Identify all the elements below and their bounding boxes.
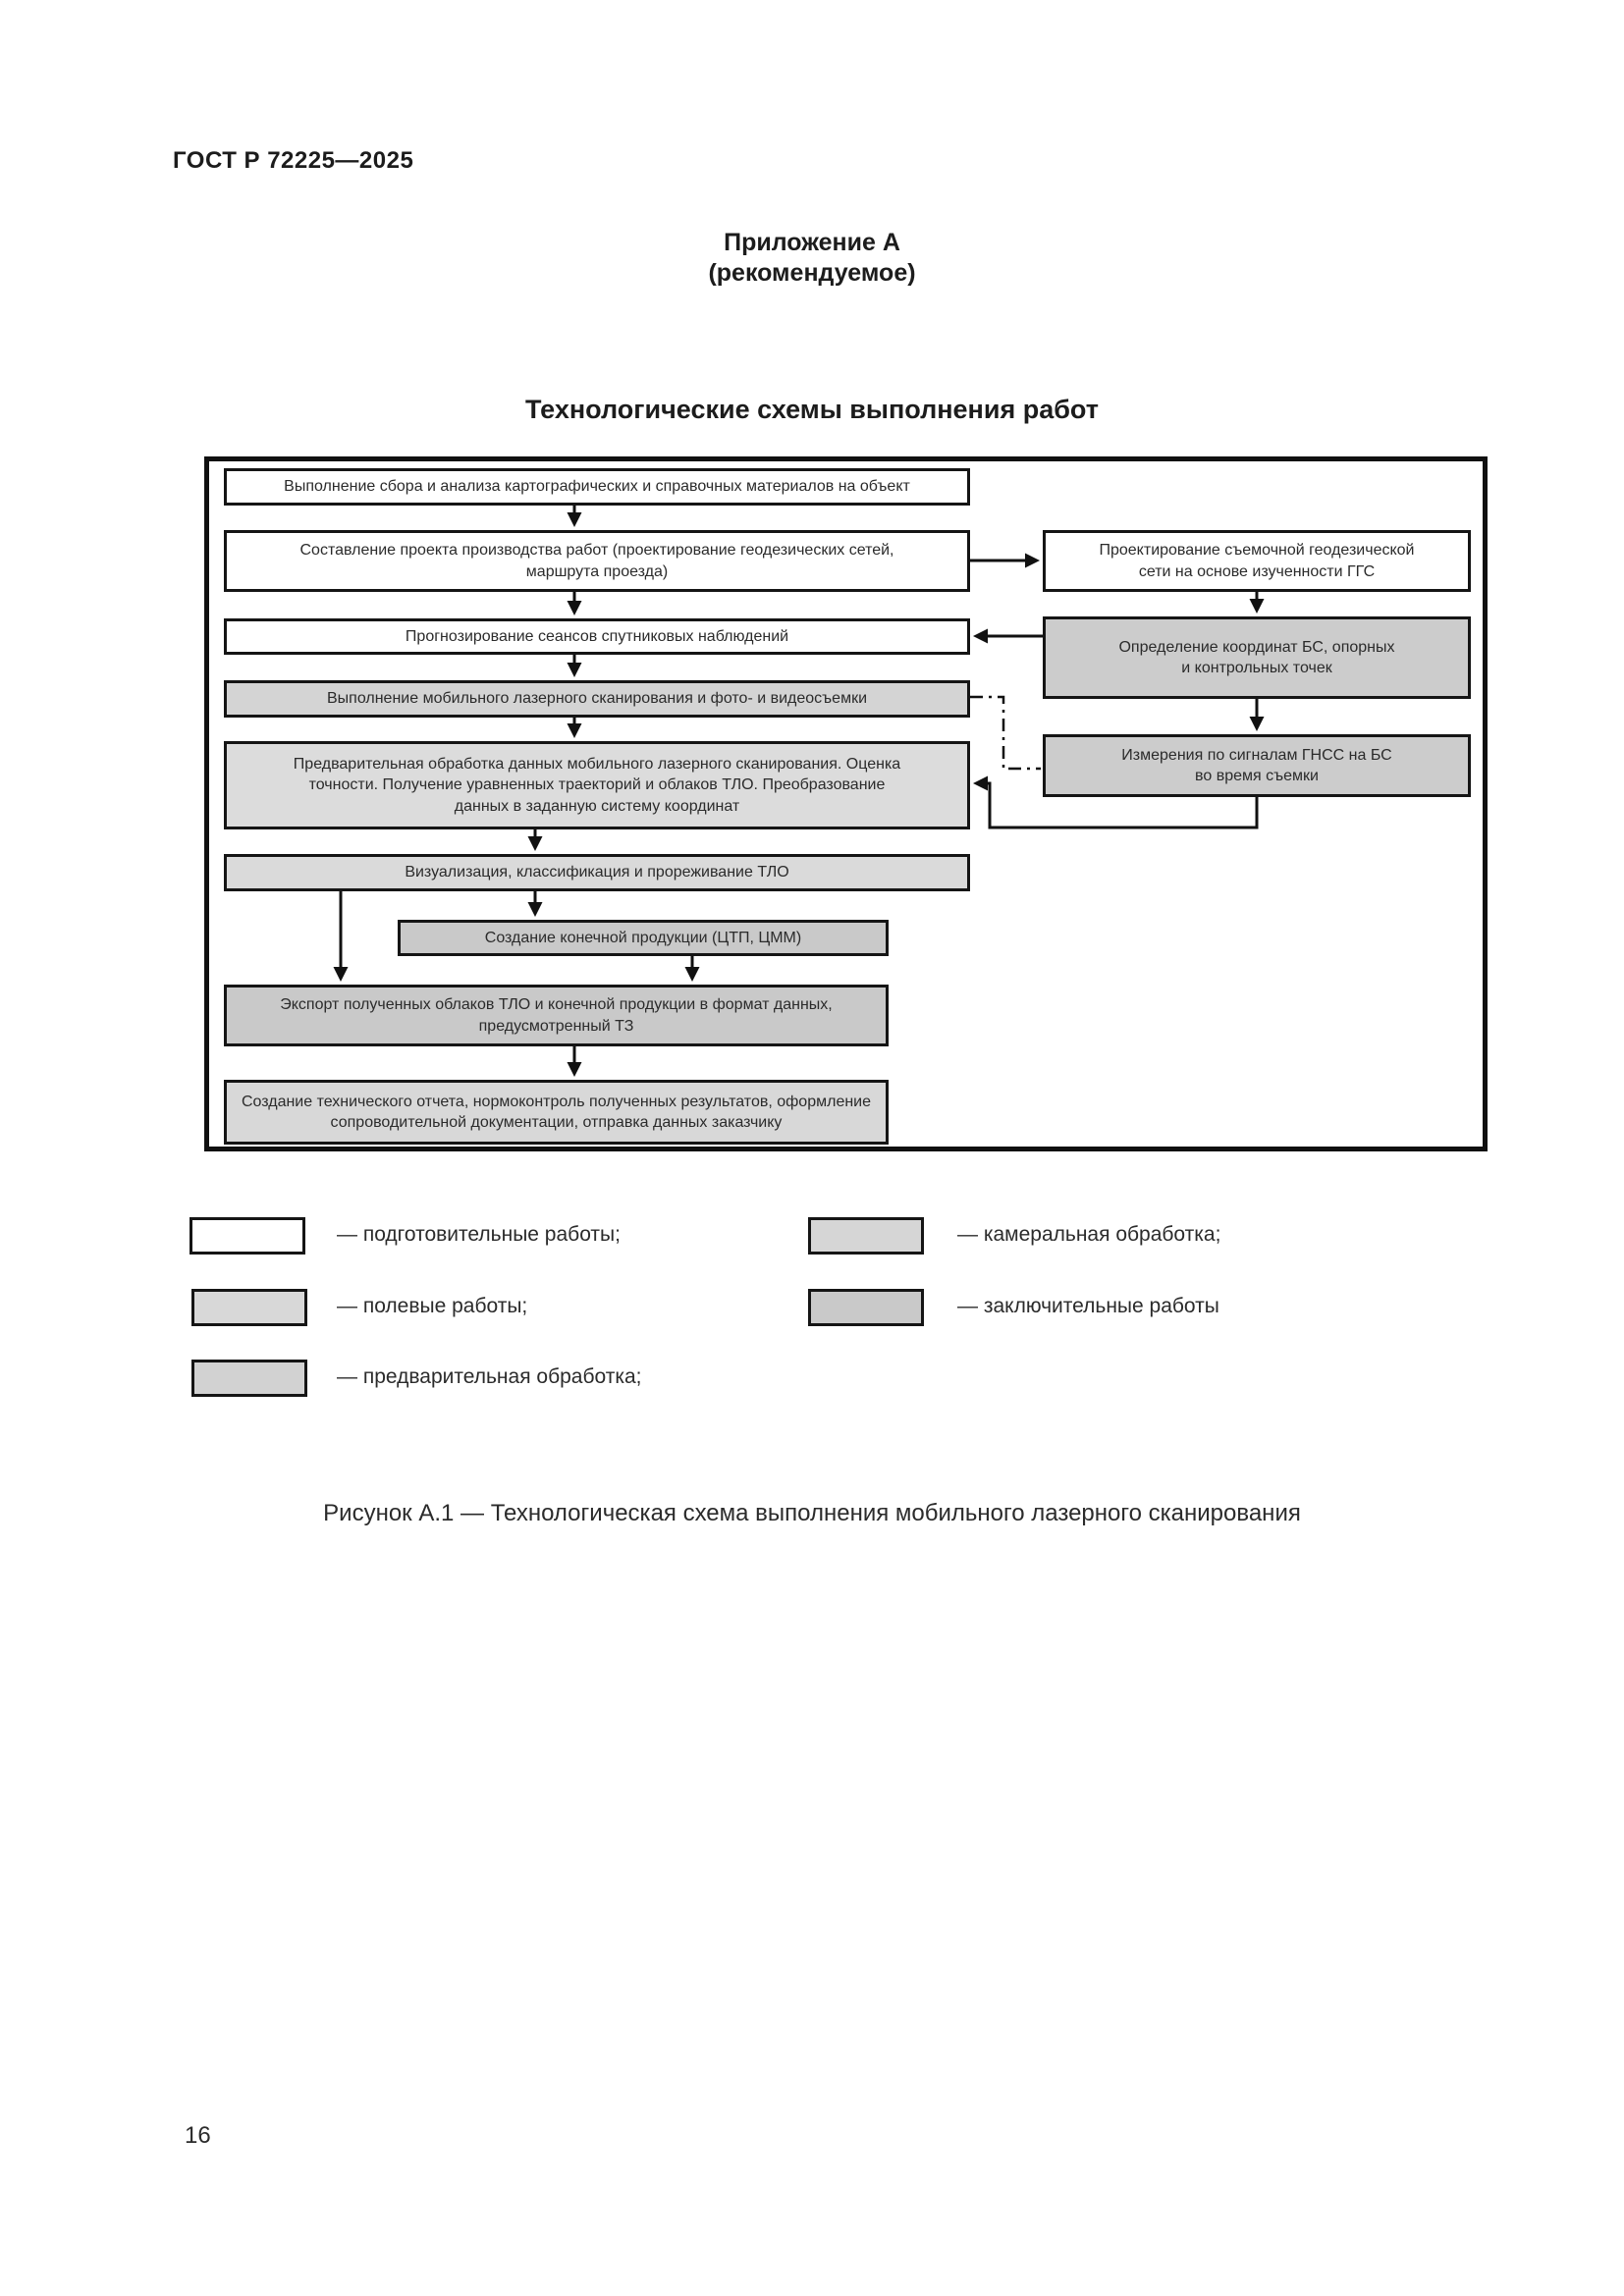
legend-label-preparatory: — подготовительные работы; — [337, 1223, 621, 1246]
flow-box-base-station-coords: Определение координат БС, опорных и конт… — [1043, 616, 1471, 699]
legend-swatch-office — [808, 1217, 924, 1255]
flow-box-technical-report: Создание технического отчета, нормоконтр… — [224, 1080, 889, 1145]
flow-box-visualization: Визуализация, классификация и прореживан… — [224, 854, 970, 891]
section-title: Технологические схемы выполнения работ — [525, 395, 1099, 424]
legend-swatch-field — [191, 1289, 307, 1326]
flow-box-satellite-forecast: Прогнозирование сеансов спутниковых набл… — [224, 618, 970, 655]
appendix-status: (рекомендуемое) — [708, 259, 916, 287]
legend-swatch-preliminary — [191, 1360, 307, 1397]
standard-code: ГОСТ Р 72225—2025 — [173, 147, 414, 174]
figure-caption: Рисунок А.1 — Технологическая схема выпо… — [323, 1500, 1301, 1526]
flow-box-collect-analyze: Выполнение сбора и анализа картографичес… — [224, 468, 970, 506]
flow-box-export: Экспорт полученных облаков ТЛО и конечно… — [224, 985, 889, 1046]
flow-box-final-products: Создание конечной продукции (ЦТП, ЦММ) — [398, 920, 889, 956]
flowchart-frame — [204, 456, 1488, 1151]
flow-box-work-project: Составление проекта производства работ (… — [224, 530, 970, 592]
flow-box-mobile-scanning: Выполнение мобильного лазерного сканиров… — [224, 680, 970, 718]
legend-label-final: — заключительные работы — [957, 1295, 1219, 1317]
flow-box-preliminary-processing: Предварительная обработка данных мобильн… — [224, 741, 970, 829]
legend-label-office: — камеральная обработка; — [957, 1223, 1221, 1246]
legend-swatch-preparatory — [189, 1217, 305, 1255]
appendix-label: Приложение А — [724, 229, 900, 256]
page-number: 16 — [185, 2122, 211, 2149]
flow-box-gnss-measurements: Измерения по сигналам ГНСС на БС во врем… — [1043, 734, 1471, 797]
legend-label-preliminary: — предварительная обработка; — [337, 1365, 642, 1388]
flow-box-survey-net-design: Проектирование съемочной геодезической с… — [1043, 530, 1471, 592]
legend-swatch-final — [808, 1289, 924, 1326]
legend-label-field: — полевые работы; — [337, 1295, 528, 1317]
